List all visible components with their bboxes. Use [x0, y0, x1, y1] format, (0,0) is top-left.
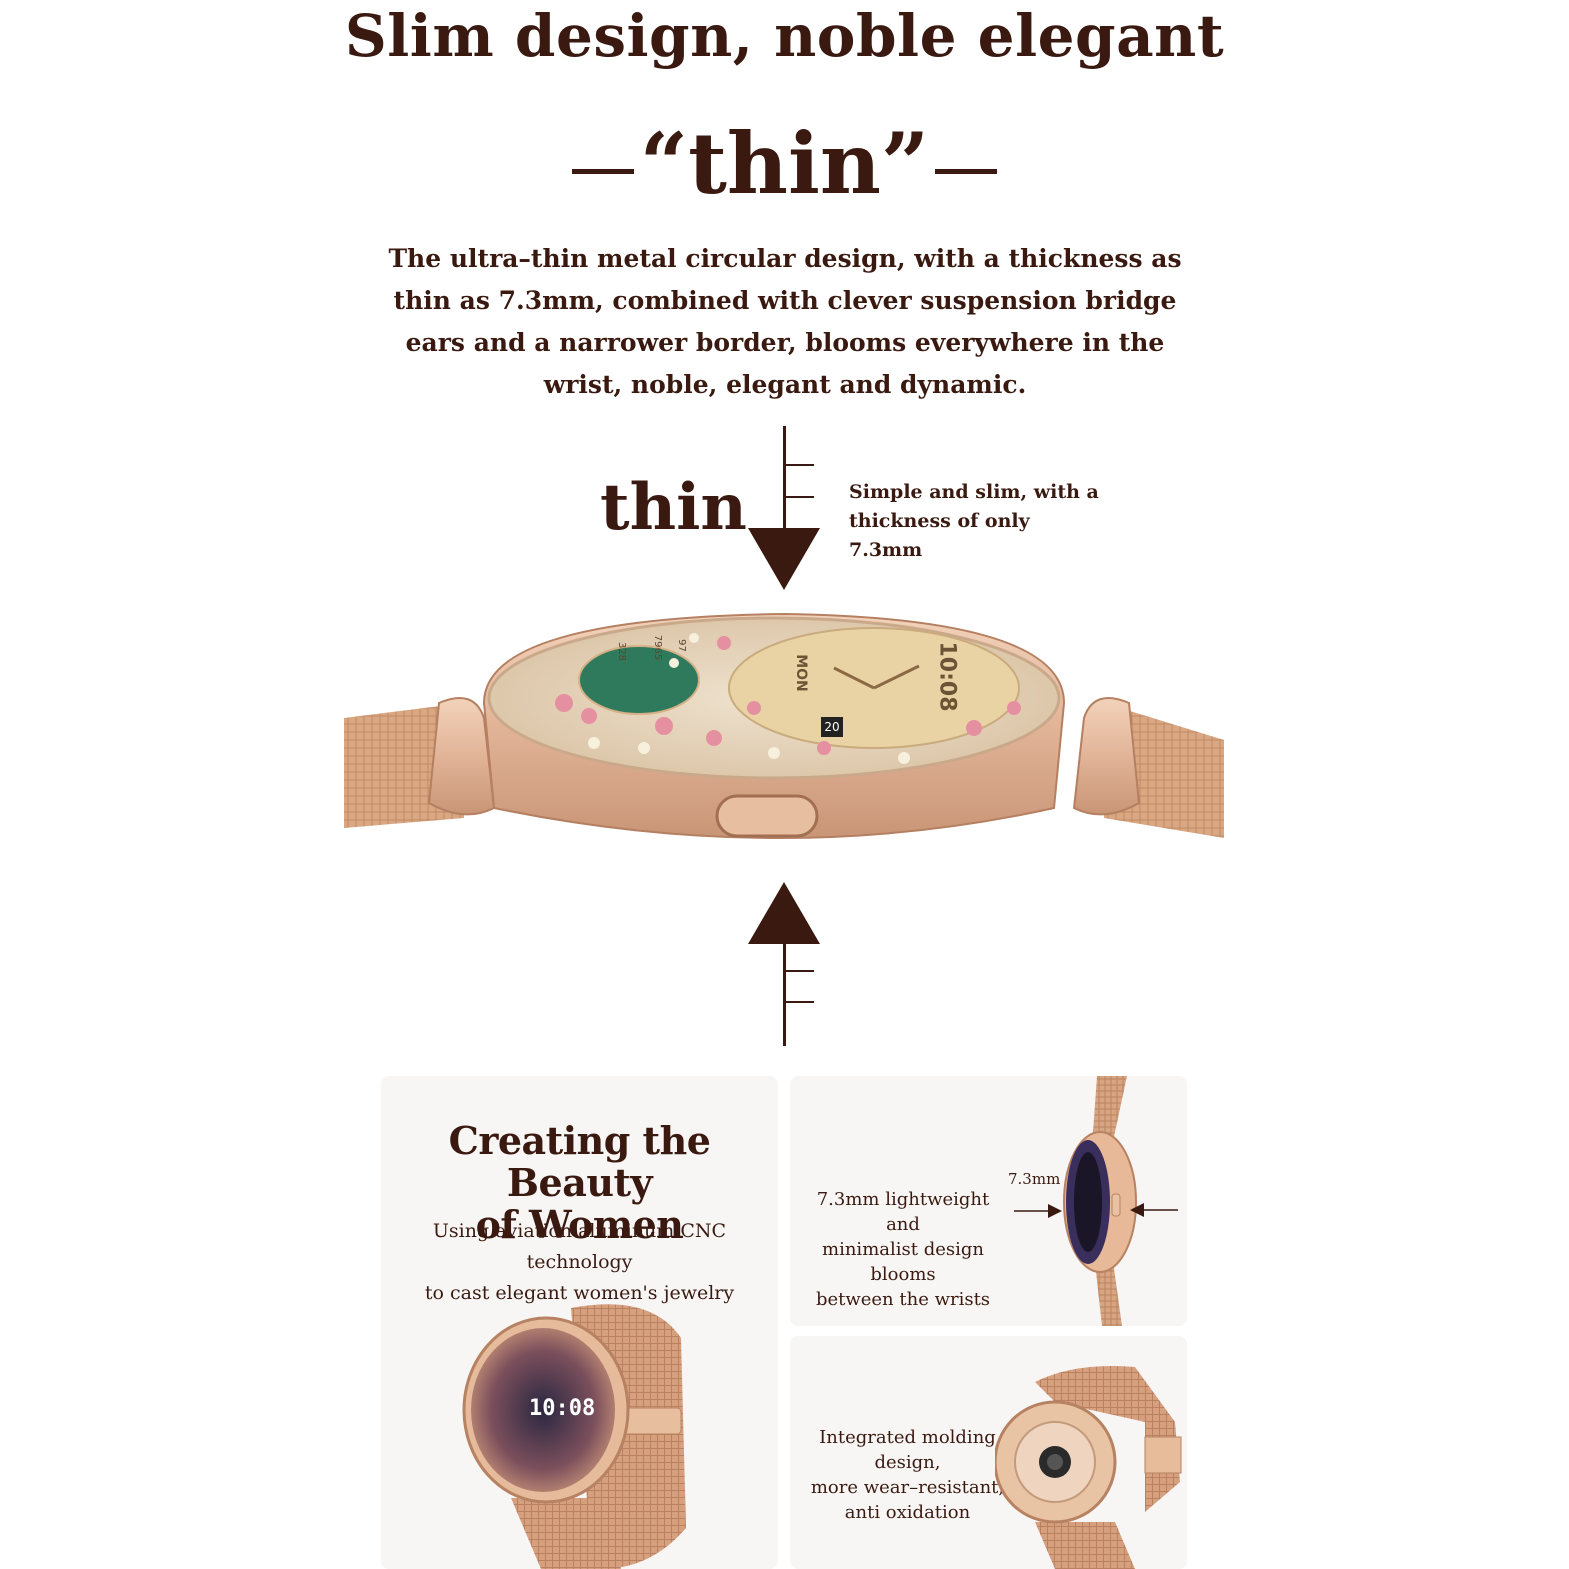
watch-stat1: 97: [675, 639, 687, 652]
beauty-title: Creating the Beauty of Women: [381, 1120, 778, 1246]
thickness-note-line1: Simple and slim, with a: [849, 481, 1099, 503]
molding-line3: anti oxidation: [844, 1502, 971, 1523]
thin-label: thin: [600, 470, 747, 545]
dash-left: [571, 168, 634, 174]
lightweight-line2: minimalist design blooms: [822, 1239, 984, 1285]
watch-front-image: [462, 1304, 686, 1569]
bottom-arrow-line: [783, 940, 786, 1046]
beauty-text: Using aviation aluminum CNC technology t…: [381, 1216, 778, 1309]
down-arrow-icon: [748, 528, 820, 590]
top-arrow-line: [783, 426, 786, 536]
top-arrow-tick1: [786, 464, 814, 466]
beauty-watch-time: 10:08: [529, 1396, 596, 1421]
beauty-title-line1: Creating the Beauty: [448, 1118, 711, 1205]
watch-date: 20: [821, 717, 843, 737]
watch-edge-image: [1014, 1076, 1178, 1326]
molding-line2: more wear–resistant,: [810, 1477, 1005, 1498]
molding-text: Integrated molding design, more wear–res…: [790, 1425, 1025, 1525]
thickness-note-line2: thickness of only 7.3mm: [849, 510, 1030, 561]
up-arrow-icon: [748, 882, 820, 944]
beauty-text-line1: Using aviation aluminum CNC technology: [432, 1220, 727, 1273]
molding-line1: Integrated molding design,: [819, 1427, 996, 1473]
thin-heading: “thin”: [0, 117, 1569, 210]
lightweight-text: 7.3mm lightweight and minimalist design …: [798, 1187, 1008, 1312]
molding-panel: Integrated molding design, more wear–res…: [790, 1336, 1187, 1569]
lightweight-line1: 7.3mm lightweight and: [816, 1189, 990, 1235]
bottom-arrow-tick1: [786, 970, 814, 972]
top-arrow-tick2: [786, 496, 814, 498]
page-title: Slim design, noble elegant: [344, 2, 1225, 70]
watch-back-image: [995, 1366, 1182, 1569]
beauty-panel: Creating the Beauty of Women Using aviat…: [381, 1076, 778, 1569]
watch-time: 10:08: [934, 641, 960, 712]
beauty-text-line2: to cast elegant women's jewelry: [424, 1282, 735, 1304]
watch-day: MON: [792, 654, 809, 692]
dash-right: [935, 168, 998, 174]
dimension-label: 7.3mm: [1008, 1170, 1061, 1188]
watch-side-view: [344, 612, 1224, 839]
bottom-arrow-tick2: [786, 1001, 814, 1003]
lightweight-panel: 7.3mm lightweight and minimalist design …: [790, 1076, 1187, 1326]
watch-stat2: 7965: [652, 634, 664, 661]
lightweight-line3: between the wrists: [815, 1289, 991, 1310]
intro-paragraph: The ultra–thin metal circular design, wi…: [388, 244, 1182, 399]
watch-stat3: 328: [616, 641, 628, 662]
thin-quote: “thin”: [639, 114, 930, 213]
thickness-note: Simple and slim, with a thickness of onl…: [849, 478, 1109, 565]
beauty-title-line2: of Women: [475, 1202, 684, 1247]
